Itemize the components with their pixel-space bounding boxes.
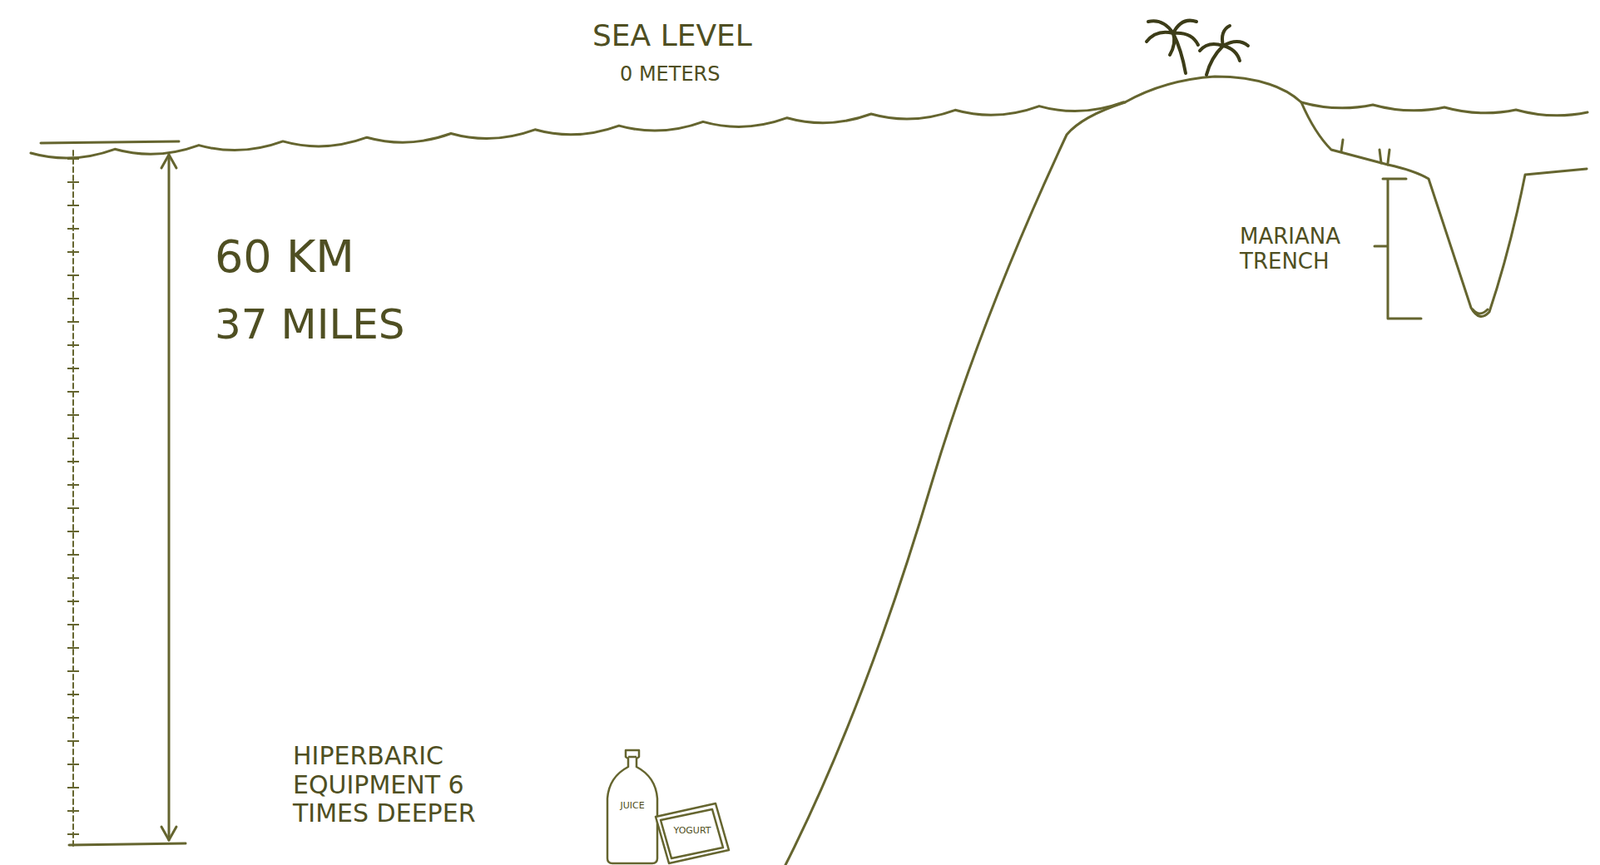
- ruler-bottom-bar: [69, 843, 186, 846]
- yogurt-package: YOGURT: [653, 800, 731, 865]
- juice-bottle: JUICE: [605, 748, 659, 865]
- dimension-arrow: [168, 154, 171, 841]
- ruler-top-bar: [40, 141, 179, 144]
- dimension-miles: 37 MILES: [214, 301, 465, 350]
- dimension-km: 60 KM: [214, 231, 415, 283]
- sea-level-label: SEA LEVEL: [592, 18, 809, 53]
- sea-surface: [30, 102, 1124, 159]
- arrow-head: [161, 827, 177, 841]
- depth-zero-label: 0 METERS: [619, 63, 787, 87]
- package-text: JUICE: [605, 800, 659, 812]
- equipment-note: HIPERBARIC EQUIPMENT 6 TIMES DEEPER: [292, 742, 501, 829]
- trench-profile: [1387, 164, 1587, 317]
- arrow-head: [161, 154, 177, 169]
- sea-surface: [1301, 102, 1588, 116]
- trench-label: MARIANA TRENCH: [1239, 224, 1357, 275]
- ruler-line: [72, 150, 75, 848]
- mountain-slope: [785, 102, 1125, 865]
- seaweed: [1341, 139, 1390, 164]
- palm-trees: [1146, 20, 1249, 75]
- package-text: YOGURT: [653, 825, 731, 837]
- trench-bottom-blob: [1472, 309, 1488, 314]
- ruler-ticks: [67, 158, 80, 845]
- island-mountain: [1124, 76, 1388, 165]
- depth-bracket: [1374, 178, 1422, 319]
